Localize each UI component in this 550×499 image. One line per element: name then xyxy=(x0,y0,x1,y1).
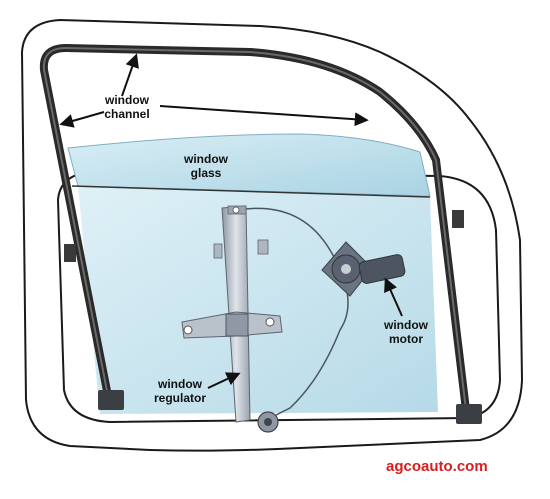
window-channel-highlight xyxy=(42,46,467,411)
glass-top-edge xyxy=(71,185,431,198)
channel-arrow-left xyxy=(59,111,105,128)
label-window-motor-line2: motor xyxy=(389,332,423,346)
label-window-motor: window motor xyxy=(376,318,436,346)
label-window-glass-line1: window xyxy=(184,152,228,166)
label-window-glass-line2: glass xyxy=(190,166,222,180)
label-window-regulator-line1: window xyxy=(158,377,202,391)
channel-arrow-top xyxy=(121,53,139,97)
label-window-channel: window channel xyxy=(92,93,162,121)
channel-foot-right xyxy=(456,404,482,424)
channel-foot-left xyxy=(98,390,124,410)
channel-clip-left xyxy=(64,244,76,262)
label-window-motor-line1: window xyxy=(384,318,428,332)
motor-arrow xyxy=(384,277,403,317)
regulator-cable xyxy=(237,207,349,423)
window-regulator xyxy=(181,205,283,433)
regulator-arrow xyxy=(207,372,241,389)
window-glass-upper xyxy=(67,133,431,197)
site-watermark: agcoauto.com xyxy=(386,458,488,475)
channel-arrow-right xyxy=(159,105,369,127)
label-window-channel-line1: window xyxy=(105,93,149,107)
label-window-regulator: window regulator xyxy=(148,377,212,405)
label-window-glass: window glass xyxy=(166,152,246,180)
label-window-regulator-line2: regulator xyxy=(153,391,206,405)
window-glass-lower xyxy=(78,186,438,414)
label-window-channel-line2: channel xyxy=(104,107,150,121)
window-motor xyxy=(321,241,406,297)
channel-clip-right xyxy=(452,210,464,228)
